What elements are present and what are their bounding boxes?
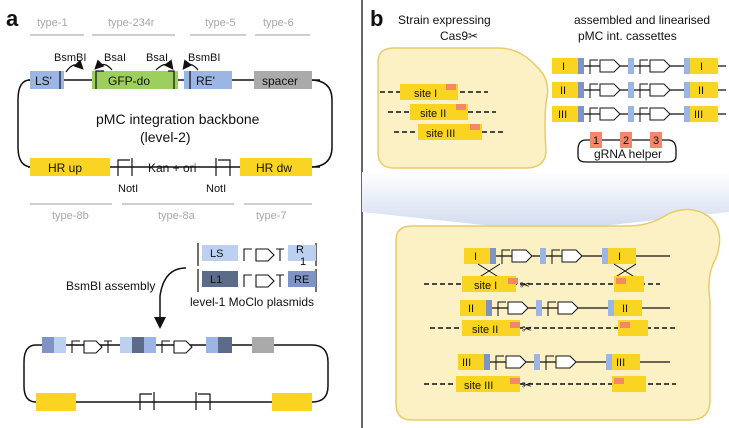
row-3-left: III — [462, 357, 471, 369]
cell-site-1: site I — [414, 88, 437, 100]
level1-ls-label: LS — [210, 248, 223, 260]
assembly-label: BsmBI assembly — [66, 279, 155, 293]
level1-plasmids: LS R 1 L1 RE level-1 MoClo plasmids — [190, 243, 317, 309]
grna-3: 3 — [653, 135, 659, 147]
part-hr-dw-label: HR dw — [256, 161, 292, 175]
cell-site-2: site II — [420, 108, 446, 120]
integration-row-3: III III site III ✂ — [424, 354, 676, 392]
level1-r-label: R — [296, 244, 304, 256]
part-re-prime — [184, 71, 232, 89]
cassette-3-left: III — [558, 109, 567, 121]
panel-a: a type-1 type-234r type-5 type-6 BsmBI B… — [6, 6, 333, 411]
type-label-234r: type-234r — [108, 17, 155, 29]
row-2-site: site II — [472, 324, 498, 336]
type-label-8b: type-8b — [52, 210, 89, 222]
cassettes: I I II II III — [552, 58, 726, 122]
panel-a-letter: a — [6, 6, 19, 31]
enzyme-bsai-left: BsaI — [104, 52, 126, 64]
type-label-6: type-6 — [263, 17, 294, 29]
grna-helper: 1 2 3 gRNA helper — [577, 132, 677, 163]
enzyme-bsai-right: BsaI — [146, 52, 168, 64]
part-hr-up-label: HR up — [48, 161, 82, 175]
enzyme-labels: BsmBI BsaI BsaI BsmBI — [54, 52, 220, 73]
cell-sites: site I site II site III — [380, 84, 506, 140]
type-label-7: type-7 — [256, 210, 287, 222]
part-re-prime-label: RE' — [196, 74, 215, 88]
row-1-left: I — [474, 251, 477, 263]
level1-one-label: 1 — [300, 256, 306, 268]
grna-1: 1 — [593, 135, 599, 147]
part-spacer — [254, 71, 312, 89]
level1-caption: level-1 MoClo plasmids — [190, 295, 314, 309]
integration-row-2: II II site II ✂ — [430, 300, 676, 336]
part-hr-dw — [240, 158, 312, 176]
cassette-2-right: II — [698, 85, 704, 97]
strain-label-line2: Cas9 — [440, 29, 468, 43]
type-labels-top: type-1 type-234r type-5 type-6 — [30, 17, 310, 36]
part-hr-up — [30, 158, 110, 176]
panel-b-letter: b — [370, 6, 383, 31]
enzyme-bsmbi-right: BsmBI — [188, 52, 220, 64]
scissors-icon-row-2: ✂ — [522, 322, 532, 336]
type-label-8a: type-8a — [158, 210, 196, 222]
backbone-loop — [17, 79, 333, 168]
panel-b: b Strain expressing Cas9 ✂ site I site I… — [362, 6, 729, 421]
type-label-5: type-5 — [205, 17, 236, 29]
row-2-left: II — [468, 303, 474, 315]
integration-row-1: I I site I ✂ — [424, 248, 670, 292]
row-3-site: site III — [464, 380, 493, 392]
scissors-icon-strain: ✂ — [468, 29, 478, 43]
integration-cell — [395, 208, 721, 421]
cassette-title-line1: assembled and linearised — [574, 13, 710, 27]
cassette-1-right: I — [700, 61, 703, 73]
level1-l1-label: L1 — [210, 274, 222, 286]
part-gfp-dropout-label: GFP-do — [108, 74, 150, 88]
level1-re-label: RE — [294, 274, 309, 286]
row-2-right: II — [622, 303, 628, 315]
part-ls-prime — [30, 71, 64, 89]
grna-label: gRNA helper — [594, 147, 662, 161]
cassette-title-line2: pMC int. cassettes — [578, 29, 677, 43]
grna-2: 2 — [623, 135, 629, 147]
assembled-product — [23, 337, 329, 411]
part-ls-prime-label: LS' — [35, 74, 52, 88]
part-spacer-label: spacer — [262, 74, 298, 88]
cassette-3-right: III — [694, 109, 703, 121]
row-1-site: site I — [474, 280, 497, 292]
cassette-2-left: II — [560, 85, 566, 97]
part-gfp-dropout — [92, 71, 178, 89]
transition-funnel — [362, 172, 729, 232]
enzyme-bsmbi-left: BsmBI — [54, 52, 86, 64]
noti-right: NotI — [206, 183, 226, 195]
part-kan-ori-label: Kan + ori — [148, 161, 196, 175]
scissors-icon-row-1: ✂ — [520, 278, 530, 292]
strain-label-line1: Strain expressing — [398, 13, 491, 27]
row-1-right: I — [618, 251, 621, 263]
backbone-level: (level-2) — [140, 129, 191, 145]
noti-left: NotI — [118, 183, 138, 195]
type-labels-bottom: type-8b type-8a type-7 — [30, 203, 312, 222]
backbone-title: pMC integration backbone — [96, 111, 260, 127]
cassette-1-left: I — [562, 61, 565, 73]
cell-site-3: site III — [426, 128, 455, 140]
scissors-icon-row-3: ✂ — [522, 378, 532, 392]
row-3-right: III — [616, 357, 625, 369]
type-label-1: type-1 — [37, 17, 68, 29]
